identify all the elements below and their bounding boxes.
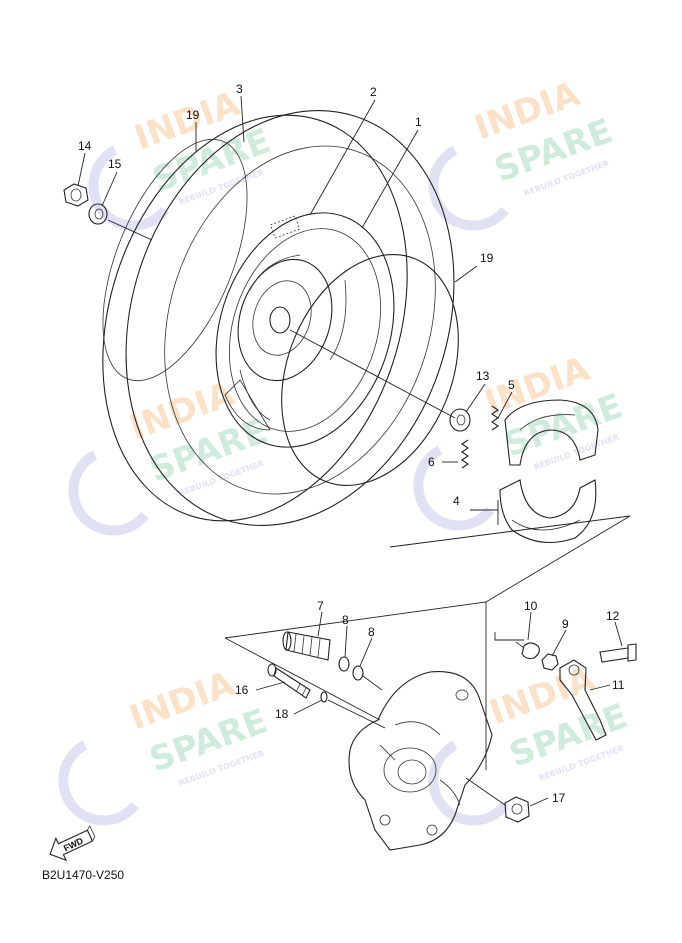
watermark-top-left: INDIA SPARE REBUILD TOGETHER xyxy=(88,84,276,231)
callout-14: 14 xyxy=(78,139,92,153)
callout-13: 13 xyxy=(476,369,490,383)
assembly-plane xyxy=(224,515,631,639)
o-ring-8a xyxy=(338,656,350,672)
fwd-label: FWD xyxy=(62,835,85,853)
washer-13 xyxy=(449,408,471,432)
brake-shoe-upper xyxy=(504,399,599,466)
washer-10 xyxy=(515,641,540,660)
wrench-logo-icon xyxy=(68,450,149,536)
o-ring-right xyxy=(281,254,459,486)
wheel-rim-inner xyxy=(228,228,382,432)
callout-1: 1 xyxy=(415,115,422,129)
shaft-axis-8 xyxy=(362,675,383,691)
callout-5: 5 xyxy=(508,378,515,392)
diagram-code: B2U1470-V250 xyxy=(42,868,125,882)
nut-9 xyxy=(541,653,559,671)
shaft-16 xyxy=(267,663,311,699)
spring-6 xyxy=(461,439,469,469)
watermark-middle-right: INDIA SPARE REBUILD TOGETHER xyxy=(413,349,628,531)
wheel-spokes xyxy=(239,254,347,421)
o-ring-8b xyxy=(352,665,364,681)
wheel-hub xyxy=(237,258,333,382)
callout-19-right: 19 xyxy=(480,251,494,265)
tire-outline-front xyxy=(125,109,455,527)
wrench-logo-icon xyxy=(413,445,494,531)
washer-13-hole xyxy=(456,414,466,426)
axle-centerline-left xyxy=(107,219,153,241)
nut-14 xyxy=(63,183,89,207)
callout-19-left: 19 xyxy=(186,108,200,122)
shaft-axis-18 xyxy=(327,699,386,729)
callout-7: 7 xyxy=(317,599,324,613)
callout-3: 3 xyxy=(236,82,243,96)
callout-11: 11 xyxy=(612,678,625,692)
tire-sidewall xyxy=(164,145,436,495)
wheel-spoke-window xyxy=(224,379,271,431)
wrench-logo-icon xyxy=(428,740,509,826)
brake-housing xyxy=(348,671,493,851)
o-ring-left xyxy=(102,138,248,382)
watermark-middle-left: INDIA SPARE REBUILD TOGETHER xyxy=(68,374,273,536)
nut-17-axis xyxy=(465,777,506,806)
nut-17 xyxy=(504,796,530,823)
watermark-bottom-right: INDIA SPARE REBUILD TOGETHER xyxy=(428,659,633,826)
tire-outline-back xyxy=(102,114,408,522)
valve-area xyxy=(269,215,301,239)
callout-6: 6 xyxy=(428,455,435,469)
rear-wheel-assembly xyxy=(102,109,455,527)
wheel-hub-inner xyxy=(252,280,312,356)
watermark-top-right: INDIA SPARE REBUILD TOGETHER xyxy=(428,74,618,231)
callout-16: 16 xyxy=(235,683,249,697)
callout-8a: 8 xyxy=(342,613,349,627)
o-ring-18 xyxy=(320,691,328,703)
fwd-arrow-icon: FWD xyxy=(49,824,96,862)
washer-15 xyxy=(88,203,108,225)
callout-2: 2 xyxy=(370,85,377,99)
callout-17: 17 xyxy=(552,791,566,805)
assembly-plane-edge xyxy=(224,637,381,721)
callout-9: 9 xyxy=(562,617,569,631)
brake-lever-11 xyxy=(559,659,607,741)
callout-10: 10 xyxy=(524,599,538,613)
lever-axis xyxy=(494,632,524,641)
callout-15: 15 xyxy=(108,157,122,171)
brake-shoe-lower xyxy=(499,479,597,543)
bolt-12 xyxy=(599,643,637,663)
axle-centerline-right xyxy=(289,329,456,419)
callout-4: 4 xyxy=(453,494,460,508)
wrench-logo-icon xyxy=(58,740,139,826)
callout-labels: 2 1 3 19 19 14 15 13 5 6 4 7 8 8 10 9 12… xyxy=(78,82,625,805)
callout-8b: 8 xyxy=(368,625,375,639)
axle-hole xyxy=(269,306,291,334)
wheel-rim-outer xyxy=(215,212,395,448)
callout-18: 18 xyxy=(275,707,289,721)
bracket-4 xyxy=(470,500,499,525)
brake-camshaft-7 xyxy=(282,631,331,661)
callout-12: 12 xyxy=(606,609,620,623)
leader-lines xyxy=(77,95,623,807)
